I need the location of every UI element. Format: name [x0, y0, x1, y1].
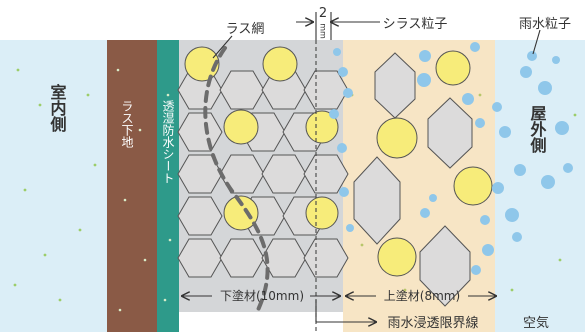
lath-base-layer — [107, 40, 157, 332]
under-coat-label: 下塗材(10mm) — [220, 288, 304, 303]
lath-net-curve — [203, 46, 270, 312]
gap-value-label: 2 — [319, 6, 327, 21]
rain-particle-label: 雨水粒子 — [519, 17, 571, 32]
gap-unit-label: mm — [319, 23, 328, 39]
top-coat-yellow-particles — [376, 50, 493, 277]
rain-limit-label: 雨水浸透限界線 — [387, 315, 478, 331]
callouts — [182, 12, 541, 322]
top-coat-label: 上塗材(8mm) — [384, 288, 460, 303]
indoor-zone — [0, 40, 107, 332]
shirasu-label: シラス粒子 — [383, 17, 448, 32]
rain-particle-leader — [532, 29, 541, 55]
lath-base-label: ラス下地 — [120, 100, 134, 148]
rain-drops — [329, 42, 573, 275]
under-coat-yellow-particles — [184, 46, 339, 231]
air-label: 空気 — [523, 315, 549, 331]
indoor-label: 室内側 — [48, 83, 68, 133]
membrane-label: 透湿防水シート — [161, 100, 175, 184]
under-coat-hexagons — [177, 70, 349, 278]
outdoor-label: 屋外側 — [528, 105, 548, 154]
lath-net-leader — [212, 35, 233, 59]
top-coat-hexagons — [353, 52, 473, 307]
lath-net-label: ラス網 — [226, 22, 265, 37]
waterproof-membrane-layer — [157, 40, 179, 332]
